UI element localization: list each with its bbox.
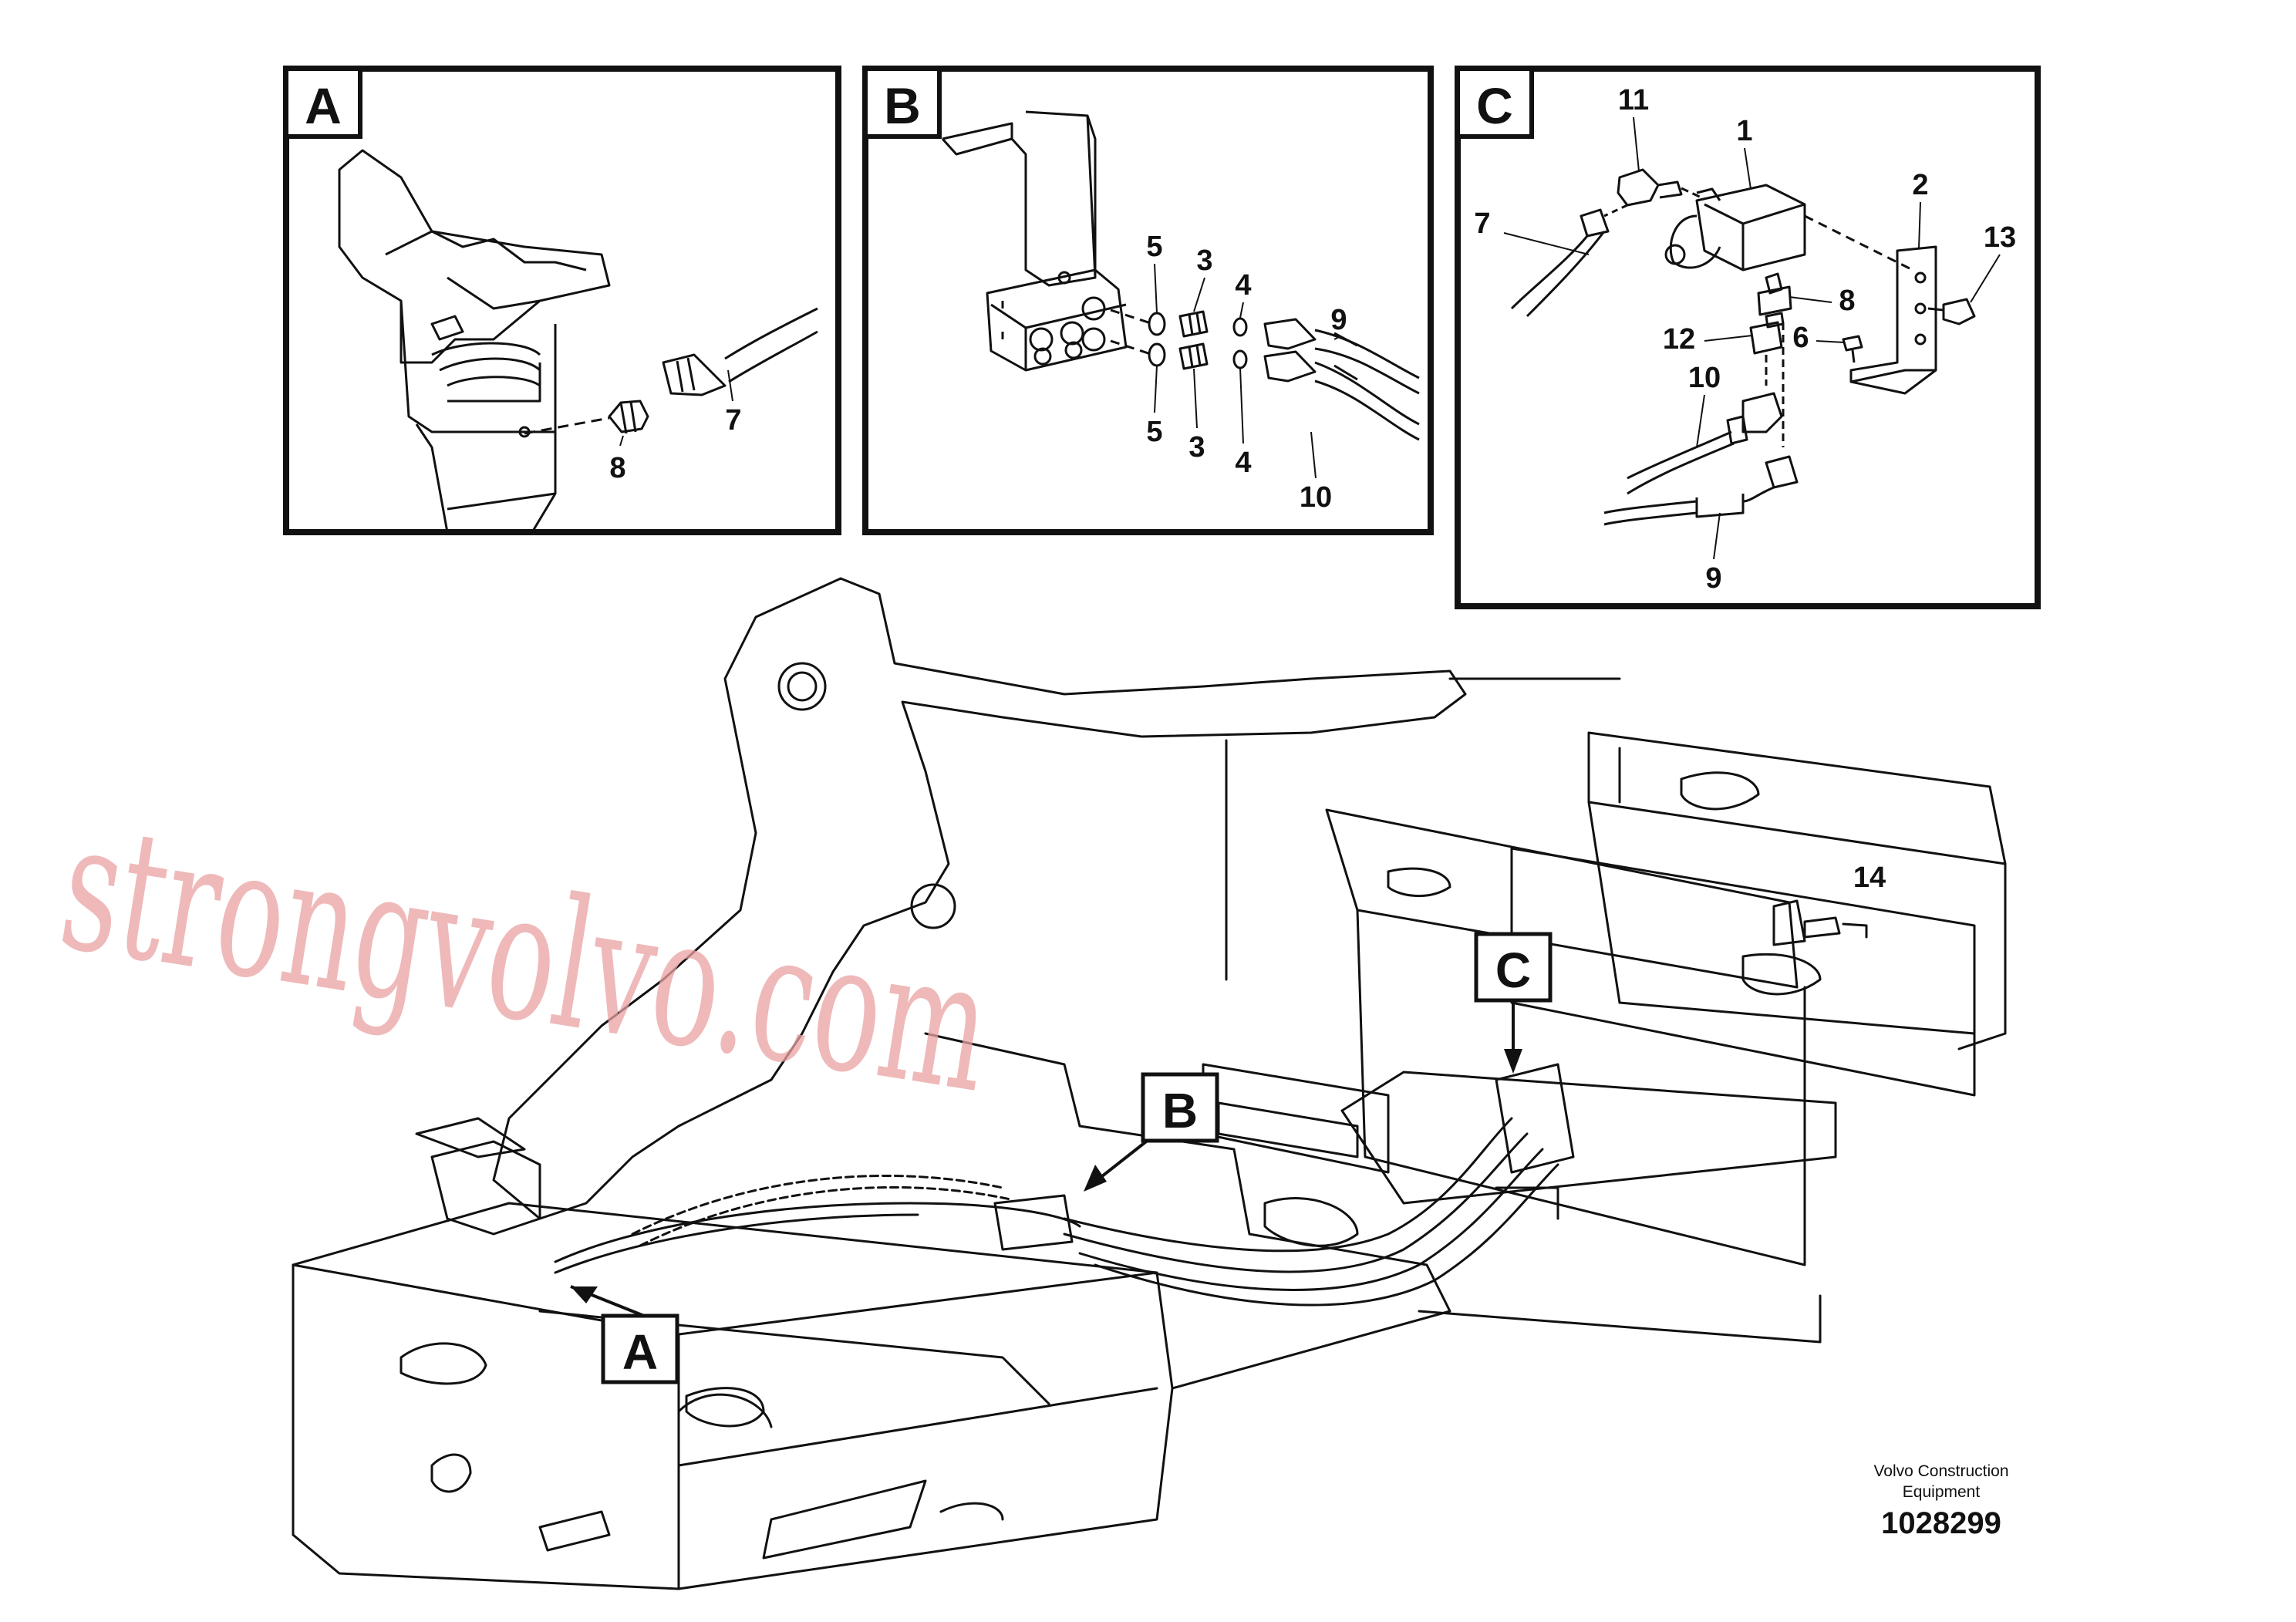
part-number: 1028299 (1881, 1506, 2001, 1540)
callout-10-C: 10 (1688, 362, 1721, 394)
callout-9-C: 9 (1705, 562, 1721, 595)
hose-right-2 (1063, 1132, 1529, 1273)
right-frame (1325, 808, 1799, 989)
callout-5-bottom: 5 (1146, 416, 1162, 448)
main-marker-B-label: B (1162, 1083, 1198, 1138)
callout-4-top: 4 (1235, 269, 1251, 302)
callout-3-bottom: 3 (1188, 431, 1205, 464)
watermark-text: strongvolvo.com (49, 784, 1003, 1133)
callout-6: 6 (1792, 322, 1809, 354)
callout-2: 2 (1912, 169, 1928, 201)
callout-12: 12 (1663, 323, 1695, 356)
callout-10-B: 10 (1300, 481, 1332, 514)
callout-9-B: 9 (1330, 304, 1347, 336)
mid-frame (924, 1032, 1451, 1390)
detail-box-C-letter: C (1476, 77, 1513, 134)
callout-8-A: 8 (609, 452, 625, 484)
main-marker-C: C (1474, 932, 1553, 1074)
detail-box-B: B (862, 66, 1434, 535)
main-marker-C-label: C (1495, 943, 1531, 998)
callout-14: 14 (1853, 862, 1886, 894)
credit-line-2: Equipment (1903, 1483, 1981, 1501)
callout-4-bottom: 4 (1235, 447, 1251, 479)
hose-main-1 (554, 1202, 1081, 1263)
lower-frame (292, 1202, 1174, 1590)
boom-foot (492, 577, 1467, 1220)
callout-11: 11 (1618, 84, 1649, 116)
main-marker-A-label: A (622, 1324, 658, 1380)
callout-7-A: 7 (725, 404, 741, 437)
main-marker-B: B (1084, 1072, 1219, 1192)
main-marker-A: A (570, 1285, 679, 1384)
detail-box-B-letter: B (884, 77, 921, 134)
hose-right-1 (1063, 1117, 1513, 1253)
hose-main-2 (554, 1213, 919, 1274)
callout-13: 13 (1984, 221, 2016, 254)
detail-box-C: C (1455, 66, 2041, 609)
callout-3-top: 3 (1196, 244, 1212, 277)
callout-7-C: 7 (1474, 207, 1490, 240)
detail-box-A: A 8 7 (283, 66, 841, 535)
credit-line-1: Volvo Construction (1873, 1462, 2008, 1480)
callout-1: 1 (1736, 115, 1752, 147)
callout-8-C: 8 (1839, 285, 1855, 317)
callout-5-top: 5 (1146, 231, 1162, 263)
detail-box-A-letter: A (305, 77, 342, 134)
